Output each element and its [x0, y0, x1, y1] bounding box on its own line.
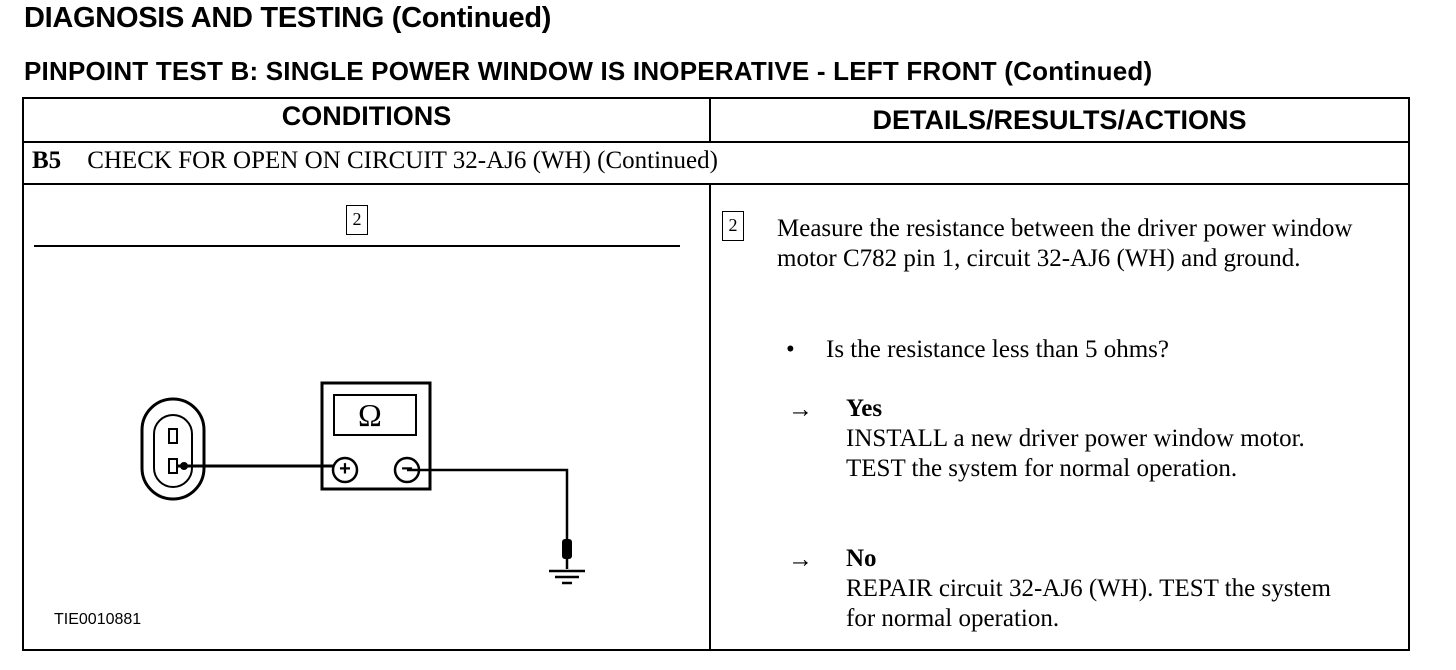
ohm-symbol: Ω: [358, 397, 382, 433]
step-title: CHECK FOR OPEN ON CIRCUIT 32-AJ6 (WH) (C…: [87, 147, 718, 174]
plus-symbol: +: [339, 458, 351, 480]
column-divider-body: [709, 183, 711, 651]
pinpoint-test-title: PINPOINT TEST B: SINGLE POWER WINDOW IS …: [24, 56, 1153, 86]
test-diagram: [140, 381, 585, 585]
page-title: DIAGNOSIS AND TESTING (Continued): [24, 2, 552, 34]
connector-inner: [153, 414, 193, 488]
meter-display: [333, 394, 417, 436]
positive-terminal: [331, 456, 359, 484]
ground-icon: [549, 569, 585, 585]
instruction-text: Measure the resistance between the drive…: [777, 215, 1353, 272]
no-label: No: [846, 545, 877, 572]
yes-label: Yes: [846, 395, 883, 422]
bullet: •: [786, 336, 795, 363]
connector-pin-1: [168, 458, 178, 474]
conditions-step-number: 2: [346, 205, 368, 235]
negative-lead: [407, 468, 569, 547]
connector-pin-2: [168, 428, 178, 444]
step-divider: [24, 183, 1408, 185]
conditions-header: CONDITIONS: [281, 101, 452, 131]
details-step-number: 2: [722, 211, 744, 241]
minus-symbol: −: [401, 458, 413, 480]
motor-connector: [140, 397, 206, 501]
no-arrow: →: [788, 546, 813, 573]
pinpoint-test-table: CONDITIONS DETAILS/RESULTS/ACTIONS B5 CHE…: [22, 97, 1410, 651]
no-action: REPAIR circuit 32-AJ6 (WH). TEST the sys…: [846, 575, 1331, 632]
yes-action: INSTALL a new driver power window motor.…: [846, 425, 1305, 482]
ohmmeter: [320, 381, 432, 491]
details-header: DETAILS/RESULTS/ACTIONS: [872, 105, 1247, 135]
figure-id: TIE0010881: [54, 611, 142, 628]
step-row: B5 CHECK FOR OPEN ON CIRCUIT 32-AJ6 (WH) …: [32, 147, 718, 175]
header-divider: [24, 141, 1408, 143]
figure-rule: [34, 245, 680, 247]
column-divider: [709, 99, 711, 141]
step-code: B5: [32, 147, 62, 174]
question-text: Is the resistance less than 5 ohms?: [826, 336, 1169, 363]
yes-arrow: →: [788, 396, 813, 423]
